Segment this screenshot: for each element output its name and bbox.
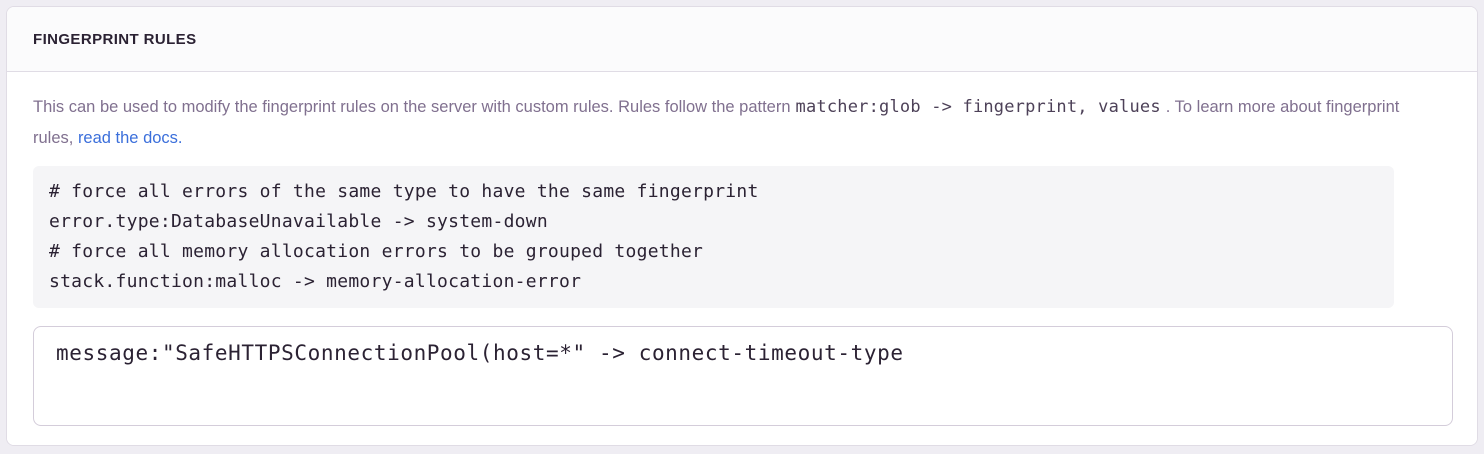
panel-body: This can be used to modify the fingerpri… [7,72,1477,445]
example-code-line: error.type:DatabaseUnavailable -> system… [49,211,548,232]
pattern-inline-code: matcher:glob -> fingerprint, values [795,97,1161,117]
panel-description: This can be used to modify the fingerpri… [33,92,1403,154]
panel-title: FINGERPRINT RULES [33,31,197,48]
panel-header: FINGERPRINT RULES [7,7,1477,72]
example-code-line: stack.function:malloc -> memory-allocati… [49,271,582,292]
description-text-after-code: . To learn more about fingerprint rules, [33,98,1400,147]
read-the-docs-link[interactable]: read the docs. [77,129,183,147]
fingerprint-rules-input[interactable]: message:"SafeHTTPSConnectionPool(host=*"… [33,326,1453,426]
example-code-line: # force all errors of the same type to h… [49,181,759,202]
description-text-before-code: This can be used to modify the fingerpri… [33,98,791,116]
example-code-block: # force all errors of the same type to h… [33,166,1394,308]
fingerprint-rules-panel: FINGERPRINT RULES This can be used to mo… [6,6,1478,446]
example-code-line: # force all memory allocation errors to … [49,241,704,262]
